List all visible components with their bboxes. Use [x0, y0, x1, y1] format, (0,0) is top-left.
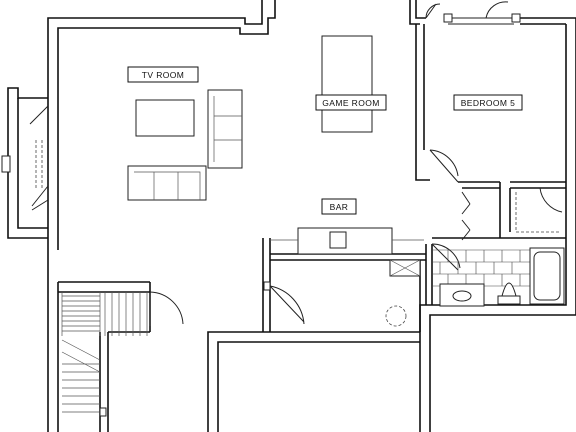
- label-bedroom: BEDROOM 5: [453, 94, 523, 111]
- label-game-room: GAME ROOM: [315, 94, 387, 111]
- toilet-tank: [497, 295, 521, 305]
- bathroom: [432, 192, 565, 307]
- sink-icon: [452, 290, 472, 302]
- label-bar: BAR: [321, 198, 357, 215]
- pool-table: [321, 35, 373, 133]
- toilet-icon: [501, 282, 517, 297]
- tv-room-label: TV ROOM: [142, 70, 184, 80]
- bedroom-label: BEDROOM 5: [461, 98, 516, 108]
- doors: [1, 1, 563, 326]
- stairs: [61, 292, 148, 417]
- sofa-right: [207, 89, 243, 169]
- floor-drain: [385, 305, 407, 327]
- sofa-bottom: [127, 165, 207, 201]
- furniture: [127, 35, 424, 327]
- exterior-walls: [7, 0, 576, 432]
- game-room-label: GAME ROOM: [322, 98, 379, 108]
- coffee-table: [135, 99, 195, 137]
- label-tv-room: TV ROOM: [127, 66, 199, 83]
- bar-label: BAR: [330, 202, 349, 212]
- bar-sink: [329, 231, 347, 249]
